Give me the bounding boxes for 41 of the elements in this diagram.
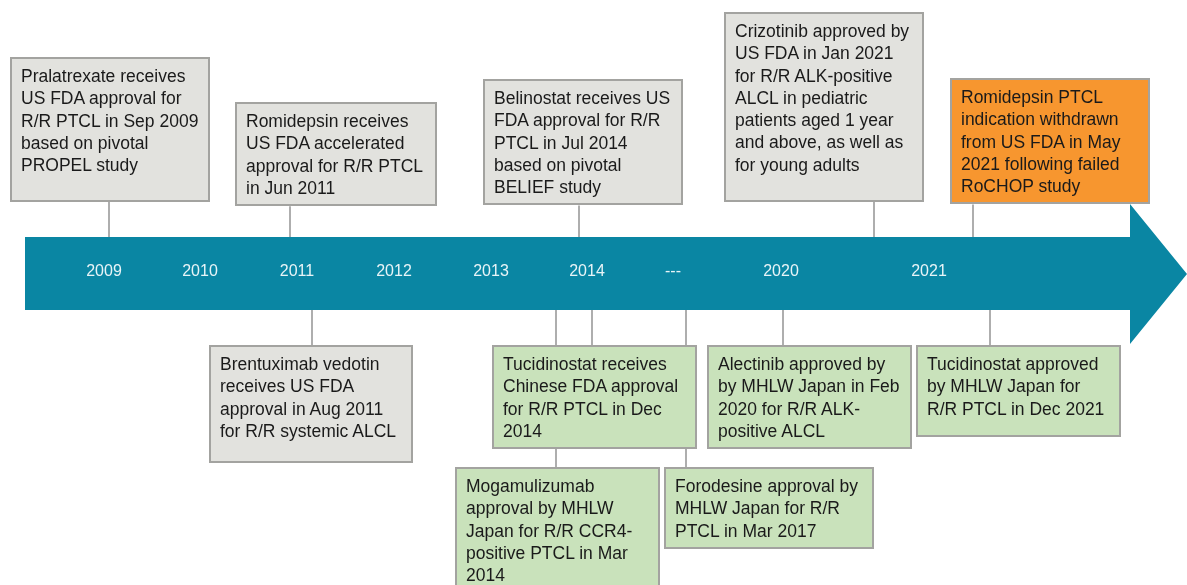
event-text: Romidepsin PTCL indication withdrawn from US FDA in May 2021 following failed RoCHOP study — [961, 86, 1122, 198]
year-label: 2010 — [182, 262, 218, 280]
event-text: Mogamulizumab approval by MHLW Japan for R/R CCR4-positive PTCL in Mar 2014 — [466, 475, 634, 585]
year-label: 2021 — [911, 262, 947, 280]
event-text: Belinostat receives US FDA approval for R/R PTCL in Jul 2014 based on pivotal BELIEF study — [494, 87, 672, 199]
year-label: 2011 — [279, 262, 315, 280]
event-box — [724, 12, 924, 202]
year-label: 2013 — [473, 262, 509, 280]
leader-line — [873, 201, 875, 238]
leader-line — [782, 309, 784, 346]
event-text: Romidepsin receives US FDA accelerated approval for R/R PTCL in Jun 2011 — [246, 110, 424, 200]
event-box — [235, 102, 437, 207]
event-text: Tucidinostat approved by MHLW Japan for R/R PTCL in Dec 2021 — [927, 353, 1106, 420]
event-text: Alectinib approved by by MHLW Japan in Feb 2020 for R/R ALK-positive ALCL — [718, 353, 901, 443]
year-label: --- — [665, 262, 681, 280]
leader-line — [289, 205, 291, 238]
leader-line — [989, 309, 991, 346]
event-box — [707, 345, 912, 450]
event-text: Forodesine approval by MHLW Japan for R/R PTCL in Mar 2017 — [675, 475, 859, 542]
leader-line — [972, 203, 974, 238]
event-box — [916, 345, 1121, 437]
event-box — [455, 467, 660, 585]
leader-line — [591, 309, 593, 346]
leader-line — [108, 201, 110, 238]
event-text: Tucidinostat receives Chinese FDA approval for R/R PTCL in Dec 2014 — [503, 353, 680, 443]
event-box — [483, 79, 683, 206]
year-label: 2012 — [376, 262, 412, 280]
event-box — [10, 57, 210, 202]
event-text: Crizotinib approved by US FDA in Jan 2021 for R/R ALK-positive ALCL in pediatric patients aged 1 year and above, as well as for young adults — [735, 20, 911, 177]
year-label: 2014 — [569, 262, 605, 280]
year-label: 2020 — [763, 262, 799, 280]
event-box — [492, 345, 697, 450]
leader-line — [578, 204, 580, 238]
event-text: Brentuximab vedotin receives US FDA approval in Aug 2011 for R/R systemic ALCL — [220, 353, 398, 443]
event-box — [664, 467, 874, 549]
year-label: 2009 — [86, 262, 122, 280]
event-box — [209, 345, 413, 463]
timeline-arrow — [25, 204, 1187, 344]
event-box — [950, 78, 1150, 205]
event-text: Pralatrexate receives US FDA approval for R/R PTCL in Sep 2009 based on pivotal PROPEL study — [21, 65, 200, 177]
leader-line — [311, 309, 313, 346]
